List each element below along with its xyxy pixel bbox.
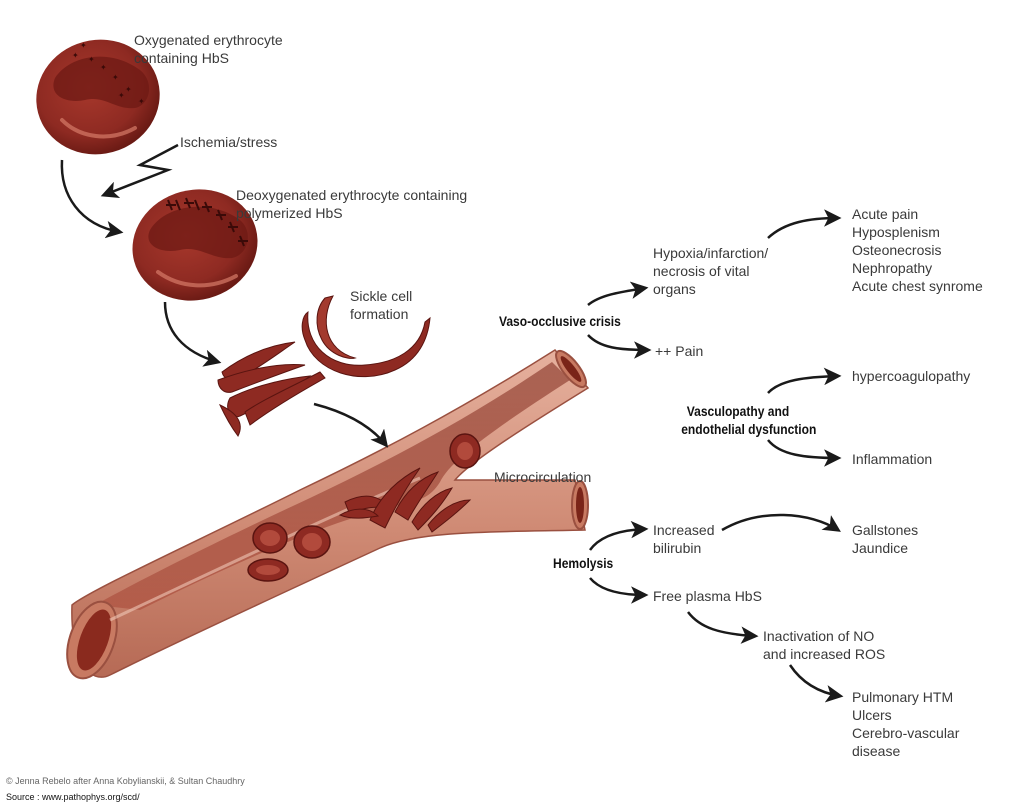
arrow-sickle-to-vessel xyxy=(313,402,389,448)
label-no-ros: Inactivation of NO and increased ROS xyxy=(763,627,885,663)
svg-text:✦: ✦ xyxy=(125,85,132,94)
label-line: Cerebro-vascular xyxy=(852,725,960,741)
label-line: Hypoxia/infarction/ xyxy=(653,245,769,261)
label-line: organs xyxy=(653,281,696,297)
label-complications: Acute pain Hyposplenism Osteonecrosis Ne… xyxy=(852,205,983,295)
vessel-cells xyxy=(247,433,481,582)
label-line: Osteonecrosis xyxy=(852,242,942,258)
label-inflammation: Inflammation xyxy=(852,451,933,467)
label-line: and increased ROS xyxy=(763,646,886,662)
ischemia-zigzag xyxy=(100,143,179,199)
label-microcirculation: Microcirculation xyxy=(494,469,592,485)
arrow-hemolysis-to-bilirubin xyxy=(588,520,649,551)
svg-text:✦: ✦ xyxy=(88,55,95,64)
arrow-deoxy-to-sickle xyxy=(163,301,222,367)
label-pain: ++ Pain xyxy=(655,343,704,359)
label-line: Oxygenated erythrocyte xyxy=(134,32,283,48)
label-deoxygenated: Deoxygenated erythrocyte containing poly… xyxy=(236,186,467,222)
label-oxygenated: Oxygenated erythrocyte containing HbS xyxy=(134,31,283,67)
label-line: endothelial dysfunction xyxy=(681,421,817,437)
label-line: disease xyxy=(852,743,901,759)
arrow-vasc-to-hypercoag xyxy=(767,367,842,394)
svg-text:✦: ✦ xyxy=(118,91,125,100)
label-vasculopathy: Vasculopathy and endothelial dysfunction xyxy=(681,402,817,438)
label-line: Vasculopathy and xyxy=(686,403,790,419)
label-free-plasma-hbs: Free plasma HbS xyxy=(653,588,762,604)
label-line: bilirubin xyxy=(653,540,702,556)
label-line: containing HbS xyxy=(134,50,229,66)
label-line: formation xyxy=(350,306,409,322)
label-line: Acute chest synrome xyxy=(852,278,983,294)
label-hemolysis: Hemolysis xyxy=(553,555,614,571)
label-ischemia: Ischemia/stress xyxy=(180,134,278,150)
label-line: Nephropathy xyxy=(852,260,933,276)
label-line: Jaundice xyxy=(852,540,909,556)
label-hypercoag: hypercoagulopathy xyxy=(852,368,971,384)
blood-vessel xyxy=(66,349,590,680)
credit-text: © Jenna Rebelo after Anna Kobylianskii, … xyxy=(6,776,245,786)
arrow-bilirubin-to-gallstones xyxy=(721,513,841,532)
label-vaso-occlusive: Vaso-occlusive crisis xyxy=(499,313,621,329)
label-line: Inactivation of NO xyxy=(763,628,875,644)
label-line: Pulmonary HTM xyxy=(852,689,954,705)
label-bilirubin: Increased bilirubin xyxy=(653,521,714,557)
label-line: Ulcers xyxy=(852,707,892,723)
flow-arrows xyxy=(60,159,844,703)
arrow-oxy-to-deoxy xyxy=(60,159,124,239)
label-line: Increased xyxy=(653,522,715,538)
arrow-hypoxia-to-complications xyxy=(767,209,842,239)
svg-text:✦: ✦ xyxy=(138,97,145,106)
arrow-vasc-to-inflammation xyxy=(767,439,842,467)
arrow-no-to-pulmonary xyxy=(788,664,844,703)
svg-text:✦: ✦ xyxy=(72,51,79,60)
arrow-vaso-to-hypoxia xyxy=(587,281,649,306)
svg-text:✦: ✦ xyxy=(112,73,119,82)
deoxygenated-erythrocyte xyxy=(132,189,258,301)
arrow-freehbs-to-no xyxy=(687,611,759,644)
label-hypoxia: Hypoxia/infarction/ necrosis of vital or… xyxy=(653,244,768,298)
sickle-cells xyxy=(217,295,431,437)
label-line: Deoxygenated erythrocyte containing xyxy=(236,187,468,203)
svg-text:✦: ✦ xyxy=(100,63,107,72)
label-sickle: Sickle cell formation xyxy=(350,287,412,323)
label-gallstones: Gallstones Jaundice xyxy=(852,521,918,557)
arrow-vaso-to-pain xyxy=(587,334,652,359)
label-pulmonary: Pulmonary HTM Ulcers Cerebro-vascular di… xyxy=(852,688,959,760)
arrow-hemolysis-to-freehbs xyxy=(589,577,649,604)
label-line: Gallstones xyxy=(852,522,919,538)
label-line: necrosis of vital xyxy=(653,263,750,279)
svg-text:✦: ✦ xyxy=(80,41,87,50)
label-line: polymerized HbS xyxy=(236,205,343,221)
label-line: Acute pain xyxy=(852,206,919,222)
label-line: Hyposplenism xyxy=(852,224,940,240)
oxygenated-erythrocyte: ✦✦✦ ✦✦✦ ✦✦ xyxy=(36,39,160,155)
label-line: Sickle cell xyxy=(350,288,413,304)
source-text: Source : www.pathophys.org/scd/ xyxy=(6,792,140,802)
